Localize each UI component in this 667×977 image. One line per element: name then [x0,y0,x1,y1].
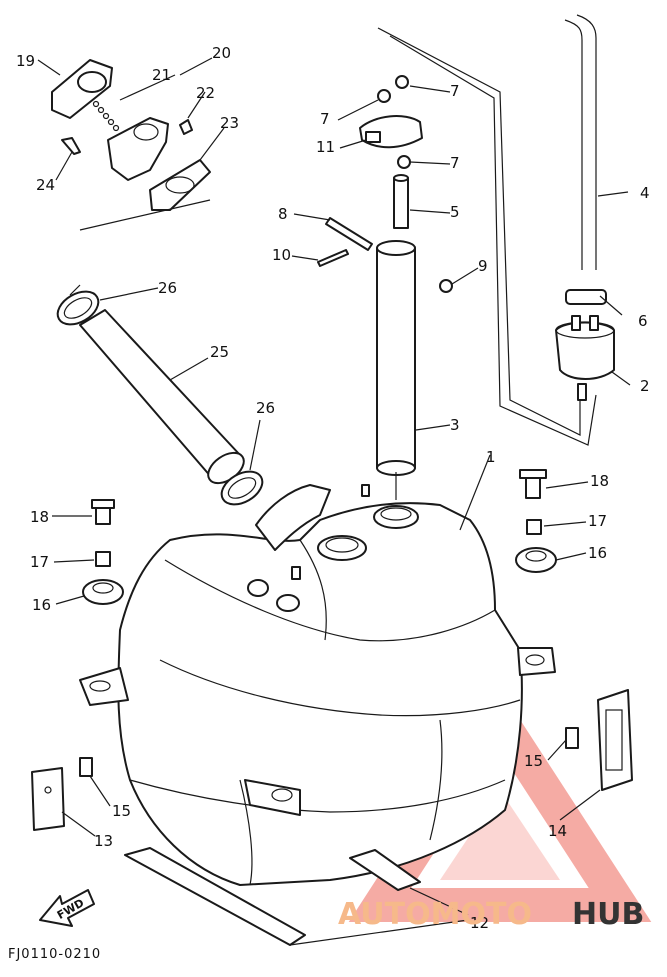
callout-17-left: 17 [30,553,49,571]
diagram-code: FJ0110-0210 [8,947,101,962]
callout-labels: 19 20 21 22 23 24 26 25 26 7 7 11 7 8 5 … [16,44,650,932]
callout-25: 25 [210,343,229,361]
callout-7-b: 7 [320,110,330,128]
callout-18-left: 18 [30,508,49,526]
callout-8: 8 [278,205,288,223]
callout-15-left: 15 [112,802,131,820]
callout-26-top: 26 [158,279,177,297]
callout-19: 19 [16,52,35,70]
callout-2: 2 [640,377,650,395]
callout-23: 23 [220,114,239,132]
callout-10: 10 [272,246,291,264]
callout-24: 24 [36,176,55,194]
callout-15-right: 15 [524,752,543,770]
callout-6: 6 [638,312,648,330]
watermark-hub: HUB [572,897,644,932]
bottom-pads [124,847,421,946]
breather-lines [377,14,615,446]
callout-20: 20 [212,44,231,62]
callout-12: 12 [470,914,489,932]
callout-9: 9 [478,257,488,275]
forward-direction-arrow: FWD [39,889,95,927]
watermark-auto: AUTOMOTO [338,897,532,932]
callout-7-a: 7 [450,82,460,100]
left-mount-hardware [31,499,124,831]
callout-14: 14 [548,822,567,840]
callout-16-right: 16 [588,544,607,562]
watermark-text: AUTOMOTO HUB [338,897,644,932]
filler-hose-assembly [56,199,264,506]
fuel-tank [79,484,556,886]
leader-lines [37,57,631,946]
callout-4: 4 [640,184,650,202]
callout-17-right: 17 [588,512,607,530]
filler-neck-pipe [317,75,453,500]
callout-21: 21 [152,66,171,84]
callout-18-right: 18 [590,472,609,490]
callout-16-left: 16 [32,596,51,614]
callout-22: 22 [196,84,215,102]
callout-1: 1 [486,448,496,466]
filler-cap-assembly [51,59,211,211]
callout-7-c: 7 [450,154,460,172]
callout-13: 13 [94,832,113,850]
callout-5: 5 [450,203,460,221]
callout-3: 3 [450,416,460,434]
right-mount-hardware [515,469,633,791]
callout-11: 11 [316,138,335,156]
callout-26-bottom: 26 [256,399,275,417]
